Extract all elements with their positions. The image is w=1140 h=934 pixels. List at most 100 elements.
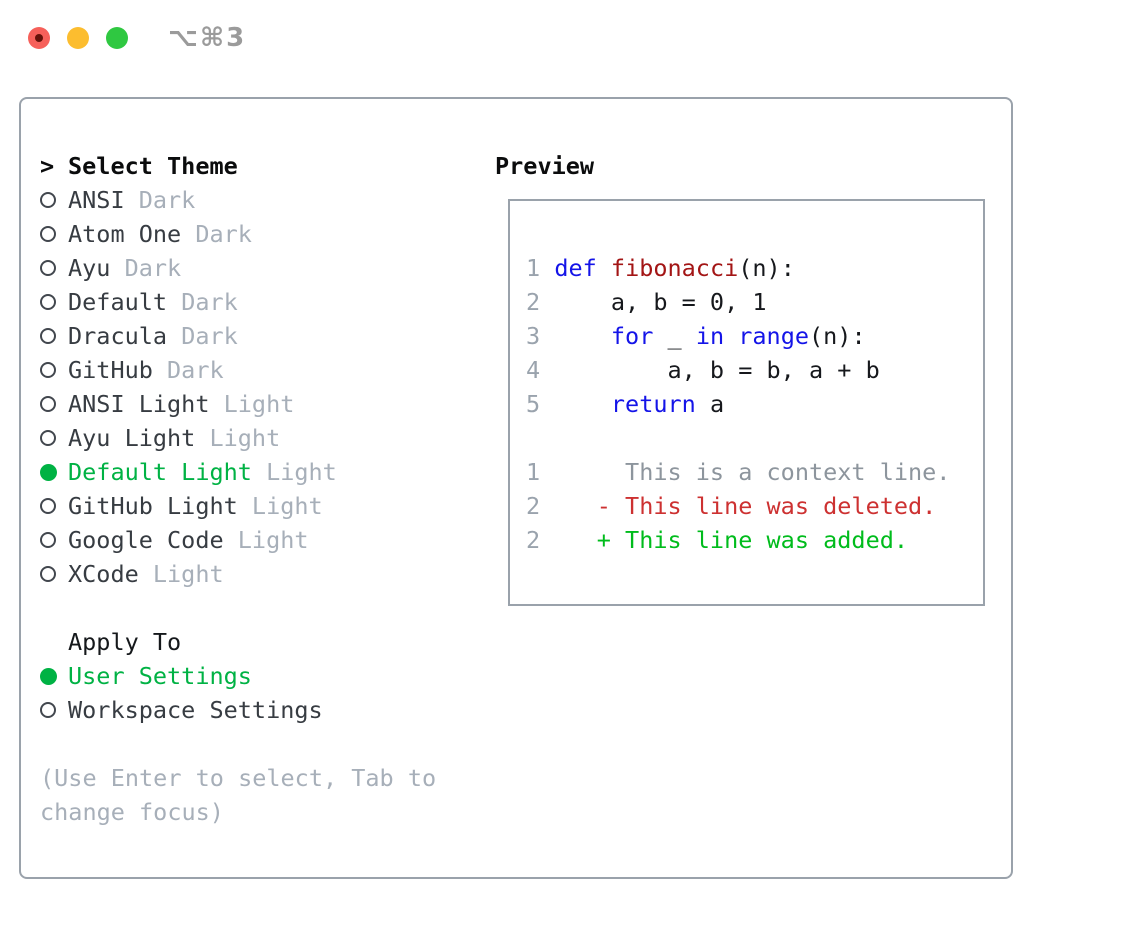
theme-variant: Dark <box>138 186 196 214</box>
code-token: a <box>695 390 725 418</box>
theme-name: Google Code <box>68 526 224 554</box>
help-line-2: change focus) <box>40 798 224 826</box>
line-number: 2 <box>526 492 541 520</box>
code-token: + This line was added. <box>540 526 909 554</box>
theme-option[interactable]: Ayu Dark <box>40 251 436 285</box>
radio-selected-icon <box>40 667 57 685</box>
radio-slot <box>40 260 68 276</box>
line-number: 1 <box>526 254 541 282</box>
radio-slot <box>40 532 68 548</box>
line-number: 4 <box>526 356 541 384</box>
code-token: in <box>695 322 725 350</box>
line-number: 5 <box>526 390 541 418</box>
radio-slot <box>40 430 68 446</box>
code-diff-gap <box>526 421 983 455</box>
preview-title: Preview <box>495 152 595 180</box>
theme-variant: Light <box>266 458 337 486</box>
code-token: range <box>738 322 810 350</box>
diff-line: 2 + This line was added. <box>526 523 983 557</box>
theme-name: Atom One <box>68 220 182 248</box>
radio-slot <box>40 362 68 378</box>
code-token: fibonacci <box>610 254 739 282</box>
radio-slot <box>40 702 68 718</box>
code-line: 4 a, b = b, a + b <box>526 353 983 387</box>
select-theme-title: Select Theme <box>68 152 238 180</box>
radio-slot <box>40 226 68 242</box>
zoom-button[interactable] <box>106 27 128 49</box>
theme-option[interactable]: ANSI Dark <box>40 183 436 217</box>
radio-slot <box>40 667 68 685</box>
theme-name: Default <box>68 288 168 316</box>
code-token: a, b = 0, 1 <box>540 288 767 316</box>
code-token <box>540 254 554 282</box>
help-line-1: (Use Enter to select, Tab to <box>40 764 437 792</box>
theme-variant: Dark <box>195 220 252 248</box>
code-token: - This line was deleted. <box>540 492 937 520</box>
theme-variant: Light <box>251 492 323 520</box>
theme-option[interactable]: Default Light Light <box>40 455 436 489</box>
radio-selected-icon <box>40 463 57 481</box>
radio-unselected-icon <box>40 396 56 412</box>
radio-slot <box>40 328 68 344</box>
radio-slot <box>40 396 68 412</box>
theme-variant: Dark <box>124 254 182 282</box>
code-token: (n): <box>738 254 795 282</box>
radio-unselected-icon <box>40 226 56 242</box>
code-token: a, b = b, a + b <box>540 356 880 384</box>
theme-name: ANSI <box>68 186 125 214</box>
radio-unselected-icon <box>40 362 56 378</box>
radio-unselected-icon <box>40 532 56 548</box>
window-titlebar: ⌥⌘3 <box>0 0 1140 76</box>
select-theme-header: > Select Theme <box>40 149 436 183</box>
theme-name: GitHub Light <box>68 492 238 520</box>
diff-line: 1 This is a context line. <box>526 455 983 489</box>
theme-variant: Dark <box>167 356 224 384</box>
apply-option[interactable]: User Settings <box>40 659 436 693</box>
theme-name: GitHub <box>68 356 153 384</box>
minimize-button[interactable] <box>67 27 89 49</box>
code-token <box>597 254 611 282</box>
line-number: 2 <box>526 526 541 554</box>
theme-name: Ayu <box>68 254 111 282</box>
apply-option-name: Workspace Settings <box>68 696 323 724</box>
radio-unselected-icon <box>40 328 56 344</box>
radio-slot <box>40 498 68 514</box>
code-token: for <box>610 322 654 350</box>
theme-option[interactable]: GitHub Dark <box>40 353 436 387</box>
theme-name: XCode <box>68 560 139 588</box>
code-token <box>540 390 611 418</box>
line-number: 3 <box>526 322 541 350</box>
theme-name: Default Light <box>68 458 252 486</box>
apply-to-header: Apply To <box>40 625 436 659</box>
radio-unselected-icon <box>40 294 56 310</box>
radio-slot <box>40 294 68 310</box>
radio-unselected-icon <box>40 192 56 208</box>
code-line: 5 return a <box>526 387 983 421</box>
theme-name: ANSI Light <box>68 390 210 418</box>
apply-to-title: Apply To <box>68 628 182 656</box>
theme-option[interactable]: Atom One Dark <box>40 217 436 251</box>
code-token: def <box>554 254 597 282</box>
radio-unselected-icon <box>40 498 56 514</box>
apply-option[interactable]: Workspace Settings <box>40 693 436 727</box>
help-text: (Use Enter to select, Tab to change focu… <box>40 761 436 829</box>
code-token: _ <box>653 322 696 350</box>
theme-option[interactable]: GitHub Light Light <box>40 489 436 523</box>
radio-slot <box>40 192 68 208</box>
radio-unselected-icon <box>40 430 56 446</box>
code-token <box>724 322 738 350</box>
close-button[interactable] <box>28 27 50 49</box>
theme-variant: Dark <box>181 322 238 350</box>
radio-unselected-icon <box>40 702 56 718</box>
